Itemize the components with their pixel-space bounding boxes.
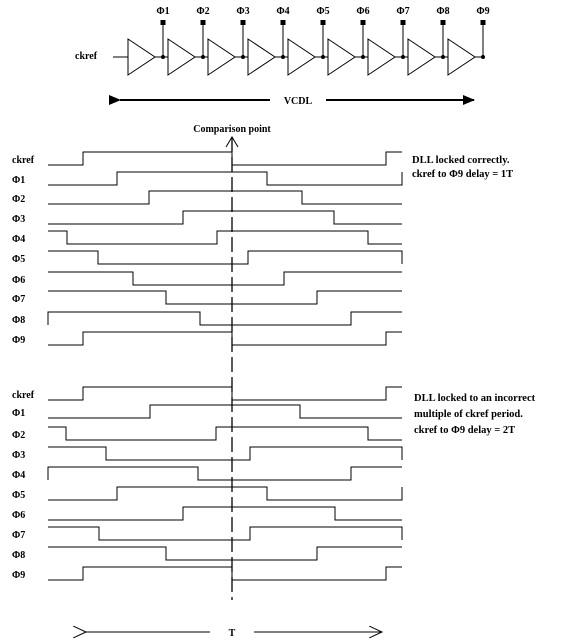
tap-label-1: Φ1 — [156, 6, 169, 17]
tap-node-3 — [240, 20, 246, 25]
bottom-waveform-6 — [48, 506, 402, 521]
top-signal-label-0: ckref — [12, 155, 35, 166]
bottom-signal-label-5: Φ5 — [12, 490, 25, 501]
buffer-4 — [247, 38, 276, 76]
tap-dot-7 — [401, 55, 405, 59]
tap-node-8 — [440, 20, 446, 25]
tap-node-4 — [280, 20, 286, 25]
top-panel-note: DLL locked correctly. ckref to Φ9 delay … — [412, 155, 513, 180]
tap-dot-9 — [481, 55, 485, 59]
tap-dot-4 — [281, 55, 285, 59]
bottom-waveform-8 — [48, 546, 402, 561]
vcdl-label-bg — [270, 92, 326, 108]
bottom-signal-label-6: Φ6 — [12, 510, 25, 521]
bottom-waveform-5 — [48, 486, 403, 501]
top-waveform-0 — [48, 151, 402, 166]
buffer-9 — [447, 38, 476, 76]
top-waveform-8 — [47, 311, 402, 326]
tap-label-2: Φ2 — [196, 6, 209, 17]
tap-dot-5 — [321, 55, 325, 59]
bottom-note-line-3: ckref to Φ9 delay = 2T — [414, 425, 515, 436]
top-waveform-1 — [48, 171, 403, 186]
top-signal-label-8: Φ8 — [12, 315, 25, 326]
top-waveform-2 — [48, 190, 402, 205]
tap-dot-8 — [441, 55, 445, 59]
top-waveform-7 — [48, 290, 402, 305]
comparison-point-label: Comparison point — [193, 124, 271, 135]
tap-label-3: Φ3 — [236, 6, 249, 17]
bottom-waveform-4 — [47, 466, 402, 481]
vcdl-input-label: ckref — [75, 51, 98, 62]
bottom-waveform-3 — [48, 446, 403, 461]
tap-label-6: Φ6 — [356, 6, 369, 17]
period-label: T — [229, 628, 236, 639]
tap-dot-1 — [161, 55, 165, 59]
tap-dot-3 — [241, 55, 245, 59]
bottom-waveform-7 — [48, 526, 403, 541]
bottom-waveform-0 — [48, 386, 402, 401]
buffer-2 — [167, 38, 196, 76]
bottom-signal-label-4: Φ4 — [12, 470, 25, 481]
bottom-signal-label-3: Φ3 — [12, 450, 25, 461]
bottom-signal-label-1: Φ1 — [12, 408, 25, 419]
top-signal-label-5: Φ5 — [12, 254, 25, 265]
bottom-waveform-1 — [48, 404, 402, 419]
top-signal-label-9: Φ9 — [12, 335, 25, 346]
tap-dot-6 — [361, 55, 365, 59]
top-waveform-4 — [48, 230, 402, 245]
tap-node-5 — [320, 20, 326, 25]
buffer-3 — [207, 38, 236, 76]
buffer-8 — [407, 38, 436, 76]
top-signal-label-4: Φ4 — [12, 234, 25, 245]
bottom-signal-label-7: Φ7 — [12, 530, 25, 541]
bottom-waveform-9 — [48, 566, 402, 581]
tap-node-9 — [480, 20, 486, 25]
top-waveform-3 — [48, 210, 402, 225]
top-signal-label-3: Φ3 — [12, 214, 25, 225]
buffer-6 — [327, 38, 356, 76]
tap-node-6 — [360, 20, 366, 25]
vcdl-span-label: VCDL — [284, 96, 313, 107]
top-note-line-1: DLL locked correctly. — [412, 155, 510, 166]
top-signal-label-2: Φ2 — [12, 194, 25, 205]
bottom-signal-label-9: Φ9 — [12, 570, 25, 581]
bottom-signal-label-2: Φ2 — [12, 430, 25, 441]
vcdl-delay-line: ckref Φ1 Φ2 Φ3 Φ4 Φ5 Φ6 Φ7 Φ8 Φ9 VCDL — [75, 6, 490, 108]
top-waveform-9 — [48, 331, 402, 346]
tap-node-1 — [160, 20, 166, 25]
bottom-note-line-1: DLL locked to an incorrect — [414, 393, 536, 404]
period-label-bg — [210, 624, 254, 640]
tap-node-2 — [200, 20, 206, 25]
tap-label-7: Φ7 — [396, 6, 409, 17]
top-signal-label-7: Φ7 — [12, 294, 25, 305]
buffer-5 — [287, 38, 316, 76]
top-signal-label-1: Φ1 — [12, 175, 25, 186]
buffer-1 — [127, 38, 156, 76]
top-signal-label-6: Φ6 — [12, 275, 25, 286]
bottom-panel-note: DLL locked to an incorrect multiple of c… — [414, 393, 536, 436]
tap-label-8: Φ8 — [436, 6, 449, 17]
tap-label-9: Φ9 — [476, 6, 489, 17]
bottom-signal-label-8: Φ8 — [12, 550, 25, 561]
buffer-7 — [367, 38, 396, 76]
bottom-signal-label-0: ckref — [12, 390, 35, 401]
bottom-note-line-2: multiple of ckref period. — [414, 409, 523, 420]
tap-dot-2 — [201, 55, 205, 59]
top-waveform-5 — [48, 250, 403, 265]
top-note-line-2: ckref to Φ9 delay = 1T — [412, 169, 513, 180]
bottom-waveform-2 — [48, 426, 402, 441]
tap-label-5: Φ5 — [316, 6, 329, 17]
tap-node-7 — [400, 20, 406, 25]
top-waveform-6 — [48, 271, 402, 286]
tap-label-4: Φ4 — [276, 6, 289, 17]
